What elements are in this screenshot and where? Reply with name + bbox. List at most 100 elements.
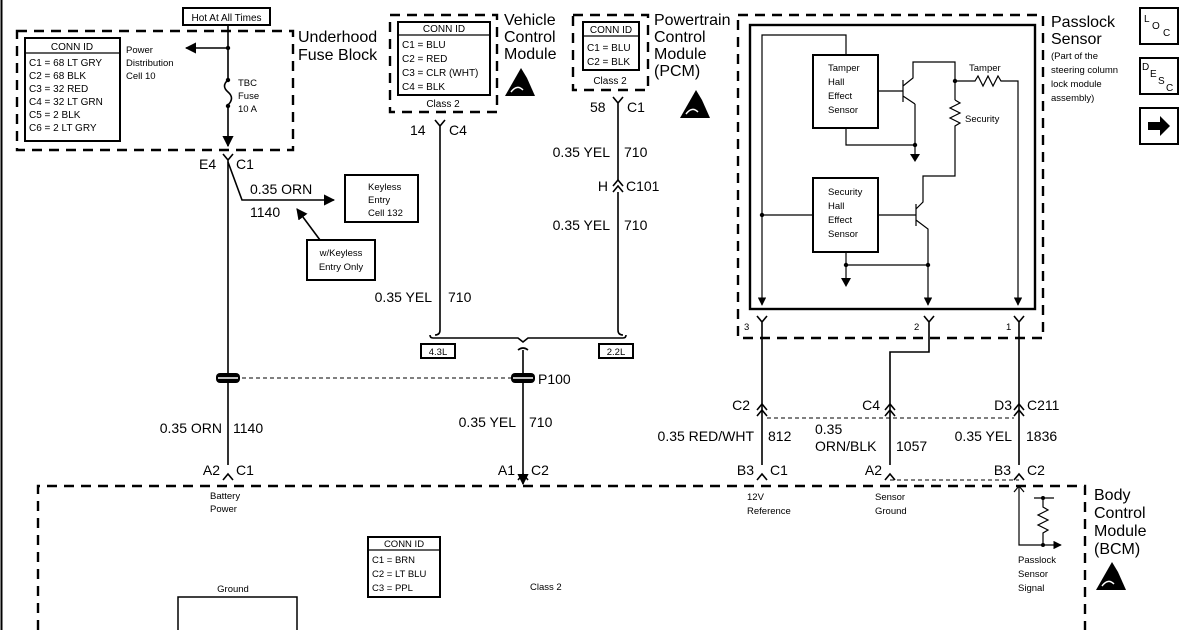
bcm-title: Control (1094, 505, 1146, 522)
keyless-label: Cell 132 (368, 208, 403, 219)
conn-id-row: C3 = 32 RED (29, 84, 88, 95)
pin-function-label: Passlock (1018, 555, 1056, 566)
desc-button[interactable]: D E S C (1139, 57, 1179, 95)
ground-label: Ground (217, 584, 249, 595)
conn-id-header: CONN ID (423, 24, 465, 35)
loc-letter: C (1163, 28, 1170, 39)
fuse-block-outline (15, 29, 295, 152)
sensor-label: Effect (828, 215, 852, 226)
loc-button[interactable]: L O C (1139, 7, 1179, 45)
conn-id-table (367, 536, 441, 598)
next-page-button[interactable] (1139, 107, 1179, 145)
desc-letter: E (1150, 69, 1157, 80)
security-resistor-icon (922, 99, 962, 195)
conn-id-table (397, 21, 491, 96)
pin-function-label: 12V (747, 492, 765, 503)
pin-function-label: Battery (210, 491, 240, 502)
conn-id-header: CONN ID (51, 42, 93, 53)
fuse-icon (223, 79, 233, 106)
pcm-title: Powertrain (654, 12, 730, 29)
connector-pin: B3 (994, 462, 1011, 478)
fuse-label: TBC (238, 78, 257, 89)
wire-1140-keyless-branch (227, 161, 336, 206)
conn-id-row: C4 = BLK (402, 82, 445, 93)
power-distribution-label: Distribution (126, 58, 174, 69)
conn-id-row: C6 = 2 LT GRY (29, 123, 97, 134)
tamper-resistor-icon (955, 74, 1023, 306)
loc-letter: L (1144, 14, 1150, 25)
connector-id: C1 (236, 156, 254, 172)
connector-pin: 58 (590, 99, 606, 115)
circuit-number: 710 (448, 289, 472, 305)
conn-id-row: C1 = BRN (372, 555, 415, 566)
passlock-subtitle: (Part of the (1051, 51, 1098, 62)
keyless-option-note (306, 239, 376, 281)
passlock-subtitle: lock module (1051, 79, 1102, 90)
wire-710-vcm (434, 119, 446, 336)
loc-letter: O (1152, 21, 1160, 32)
connector-id: C1 (236, 462, 254, 478)
esd-warning-icon (504, 67, 536, 97)
conn-id-row: C1 = BLU (587, 43, 631, 54)
conn-id-row: C1 = 68 LT GRY (29, 58, 102, 69)
bcm-title: (BCM) (1094, 541, 1140, 558)
wire-710-pcm (612, 96, 624, 336)
fuse-block-title: Underhood (298, 29, 377, 46)
connector-pin: C2 (732, 397, 750, 413)
sensor-label: Sensor (828, 229, 858, 240)
vcm-title: Vehicle (504, 12, 556, 29)
underhood-fuse-block: Hot At All Times Underhood Fuse Block CO… (15, 7, 378, 152)
pin-number: 3 (744, 322, 749, 333)
pcm-title: Module (654, 46, 707, 63)
wire-812 (756, 315, 768, 465)
power-distribution-label: Cell 10 (126, 71, 156, 82)
engine-option-brace (429, 334, 627, 344)
connector-pin: D3 (994, 397, 1012, 413)
passlock-title: Passlock (1051, 14, 1116, 31)
keyless-label: Entry (368, 195, 390, 206)
bcm-title: Body (1094, 487, 1130, 504)
powertrain-control-module: CONN ID C1 = BLU C2 = BLK Class 2 Powert… (571, 12, 730, 119)
class2-label: Class 2 (593, 76, 627, 87)
connector-id: C2 (1027, 462, 1045, 478)
vehicle-control-module: CONN ID C1 = BLU C2 = RED C3 = CLR (WHT)… (388, 12, 557, 114)
wire-1836 (1013, 315, 1025, 465)
fuse-label: Fuse (238, 91, 259, 102)
conn-id-row: C5 = 2 BLK (29, 110, 81, 121)
wire-color: 0.35 YEL (553, 217, 611, 233)
splice-pack-icon (216, 373, 535, 383)
circuit-number: 710 (529, 414, 553, 430)
passlock-sensor: Passlock Sensor (Part of the steering co… (736, 13, 1118, 340)
engine-option-4.3l (420, 343, 456, 359)
circuit-number: 710 (624, 217, 648, 233)
pin-function-label: Class 2 (530, 582, 562, 593)
keyless-entry-box[interactable] (344, 174, 419, 223)
connector-pin: A1 (498, 462, 515, 478)
conn-id-row: C2 = RED (402, 54, 447, 65)
pin-number: 1 (1006, 322, 1011, 333)
passlock-subtitle: steering column (1051, 65, 1118, 76)
desc-letter: S (1158, 76, 1165, 87)
sensor-label: Hall (828, 77, 844, 88)
sensor-label: Tamper (828, 63, 860, 74)
pcm-title: Control (654, 29, 706, 46)
wire-color: 0.35 YEL (459, 414, 517, 430)
resistor-label: Security (965, 114, 1000, 125)
engine-option-label: 4.3L (429, 347, 448, 358)
conn-id-row: C3 = CLR (WHT) (402, 68, 478, 79)
splice-label: P100 (538, 371, 571, 387)
conn-id-row: C4 = 32 LT GRN (29, 97, 103, 108)
pin-function-label: Sensor (875, 492, 905, 503)
wire-color: 0.35 YEL (375, 289, 433, 305)
note-text: Entry Only (319, 262, 364, 273)
wire-1057 (889, 315, 935, 465)
connector-id: C2 (531, 462, 549, 478)
wire-color: 0.35 (815, 421, 842, 437)
wire-color: 0.35 RED/WHT (658, 428, 755, 444)
wire-color: 0.35 YEL (955, 428, 1013, 444)
arrow-right-icon (1148, 116, 1170, 136)
power-distribution-label: Power (126, 45, 153, 56)
sensor-label: Sensor (828, 105, 858, 116)
esd-warning-icon (679, 89, 711, 119)
